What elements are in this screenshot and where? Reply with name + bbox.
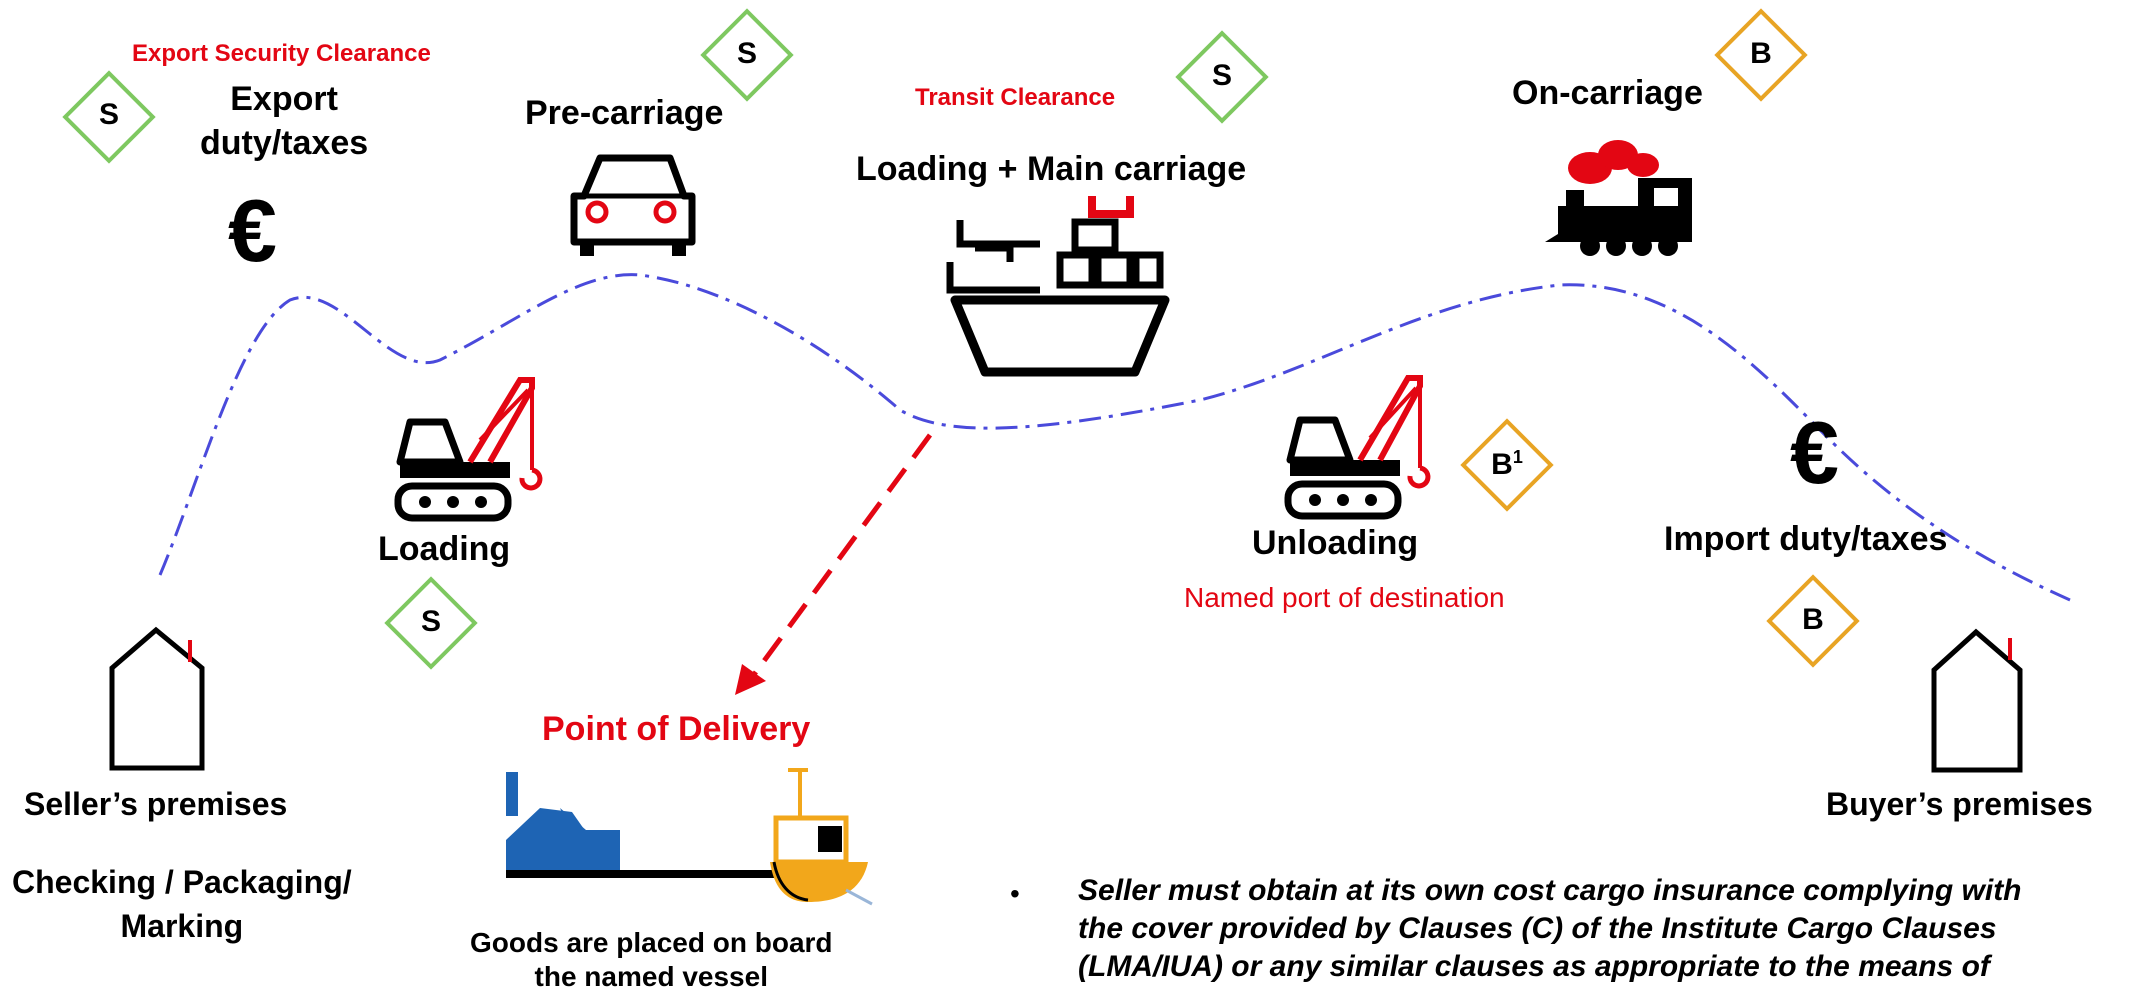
transit-clearance-label: Transit Clearance: [915, 84, 1116, 111]
insurance-note: Seller must obtain at its own cost cargo…: [1078, 874, 2022, 983]
loading-label: Loading: [378, 530, 511, 568]
pre-carriage-label: Pre-carriage: [525, 94, 724, 132]
buyer-premises-label: Buyer’s premises: [1826, 786, 2093, 822]
euro-icon: €: [228, 181, 277, 280]
buyer-badge-import-text: B: [1802, 603, 1824, 636]
euro-import-icon: €: [1790, 403, 1839, 502]
seller-premises-label: Seller’s premises: [24, 786, 288, 822]
note-bullet: •: [1010, 878, 1020, 909]
seller-badge-loading-text: S: [420, 605, 441, 638]
goods-placed-label: Goods are placed on board the named vess…: [470, 927, 833, 992]
on-carriage-label: On-carriage: [1512, 74, 1703, 112]
checking-packaging-label: Checking / Packaging/ Marking: [12, 864, 352, 944]
delivery-arrowhead: [735, 664, 766, 695]
export-security-clearance-label: Export Security Clearance: [132, 40, 431, 67]
delivery-arrow: [747, 433, 933, 682]
seller-badge-precarriage-text: S: [736, 37, 757, 70]
buyer-badge-oncarriage-text: B: [1750, 37, 1772, 70]
unloading-label: Unloading: [1252, 524, 1419, 562]
seller-badge-transit-text: S: [1211, 59, 1232, 92]
route-line: [158, 273, 2071, 602]
point-of-delivery-label: Point of Delivery: [542, 710, 811, 748]
named-port-label: Named port of destination: [1184, 582, 1505, 613]
seller-badge-export-text: S: [98, 98, 119, 131]
buyer-badge-unloading-text: B1: [1491, 447, 1523, 481]
loading-main-carriage-label: Loading + Main carriage: [856, 150, 1247, 188]
export-duty-label: Export duty/taxes: [200, 80, 369, 162]
import-duty-label: Import duty/taxes: [1664, 520, 1948, 558]
